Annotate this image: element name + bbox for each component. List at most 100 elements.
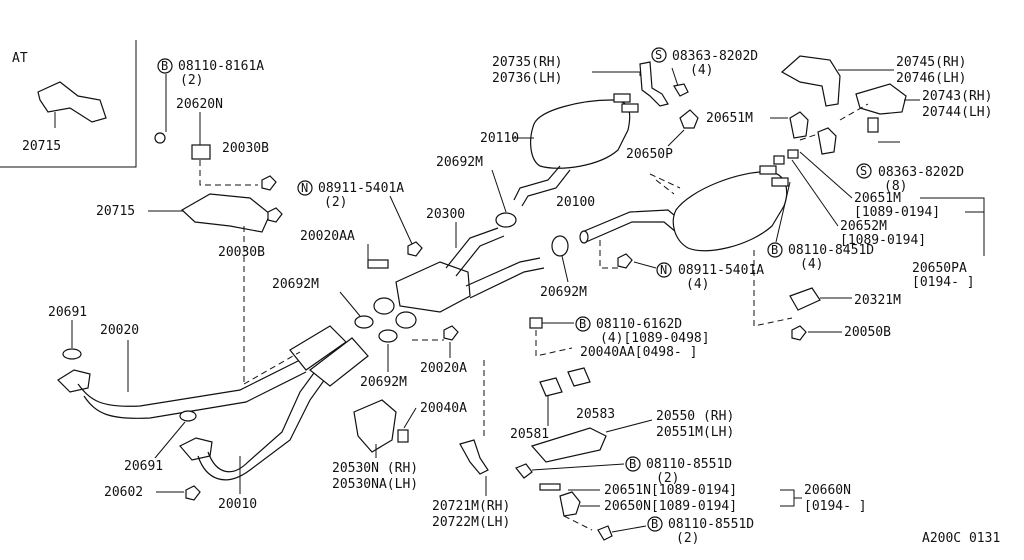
label-20581: 20581 (510, 427, 549, 442)
label-20746: 20746(LH) (896, 71, 966, 86)
svg-text:N: N (301, 181, 308, 195)
label-20715: 20715 (96, 204, 135, 219)
diagram-code: A200C 0131 (922, 531, 1000, 546)
bolt-08110-8551D (515, 463, 533, 479)
nut-20050B (791, 325, 807, 341)
bracket-20715-inset (37, 81, 107, 123)
svg-text:S: S (860, 164, 867, 178)
clamp-20583 (567, 367, 591, 387)
label-20550: 20550 (RH) (656, 409, 734, 424)
label-08110-6162D: 08110-6162D (596, 317, 682, 332)
gasket-20691-b (179, 410, 197, 422)
converter-20300 (395, 261, 471, 313)
label-20040AA: 20040AA[0498- ] (580, 345, 697, 360)
tip-20321M (789, 287, 821, 311)
nut-icon (261, 175, 277, 191)
label-08363-8202D-b: 08363-8202D (878, 165, 964, 180)
label-20040A: 20040A (420, 401, 467, 416)
svg-text:(4): (4) (690, 63, 713, 78)
label-20030B-b: 20030B (218, 245, 265, 260)
svg-text:(2): (2) (676, 531, 699, 546)
muffler-body-20100 (672, 171, 788, 252)
label-20110: 20110 (480, 131, 519, 146)
label-20100: 20100 (556, 195, 595, 210)
label-20692M-c: 20692M (436, 155, 483, 170)
svg-text:B: B (629, 457, 636, 471)
label-20744: 20744(LH) (922, 105, 992, 120)
bolt-icon (154, 132, 166, 144)
nut-20020A (443, 325, 459, 341)
label-20692M-b: 20692M (360, 375, 407, 390)
svg-text:[0194- ]: [0194- ] (804, 499, 867, 514)
label-20735: 20735(RH) (492, 55, 562, 70)
bolt-08110-6162D (529, 317, 543, 329)
label-20530N: 20530N (RH) (332, 461, 418, 476)
label-20691-a: 20691 (48, 305, 87, 320)
svg-text:B: B (161, 59, 168, 73)
label-20020AA: 20020AA (300, 229, 355, 244)
svg-text:(2): (2) (656, 471, 679, 486)
sensor-20020AA (367, 259, 389, 269)
center-section: N 08911-5401A (2) 20020AA 20300 20692M 2… (243, 155, 587, 390)
gasket-20691 (62, 348, 82, 360)
front-pipes: 20691 20020 20691 20602 20010 (48, 305, 369, 512)
label-20530NA: 20530NA(LH) (332, 477, 418, 492)
label-20743: 20743(RH) (922, 89, 992, 104)
bracket-20745 (780, 55, 841, 107)
label-20030B-a: 20030B (222, 141, 269, 156)
label-20050B: 20050B (844, 325, 891, 340)
label-20652M: 20652M (840, 219, 887, 234)
label-20010: 20010 (218, 497, 257, 512)
label-20650PA: 20650PA (912, 261, 967, 276)
label-20650N: 20650N[1089-0194] (604, 499, 737, 514)
muffler-20110: 20735(RH) 20736(LH) S 08363-8202D (4) 20… (480, 47, 758, 207)
inset-title: AT (12, 51, 28, 66)
svg-text:B: B (651, 517, 658, 531)
svg-text:S: S (655, 48, 662, 62)
shield-20530N (353, 399, 397, 453)
svg-text:B: B (579, 317, 586, 331)
label-08110-8161A: 08110-8161A (178, 59, 264, 74)
label-08911-5401A: 08911-5401A (318, 181, 404, 196)
catalyst-20010 (309, 337, 369, 387)
muffler-body-20110 (530, 99, 631, 169)
rubber-20651N (559, 491, 581, 517)
heat-shield-20530: 20040A 20530N (RH) 20530NA(LH) (332, 399, 467, 492)
hanger-group-right: 20745(RH) 20746(LH) 20743(RH) 20744(LH) … (706, 55, 992, 341)
label-20300: 20300 (426, 207, 465, 222)
nut-08911-b (617, 253, 633, 269)
label-20620N: 20620N (176, 97, 223, 112)
label-20651M-a: 20651M (706, 111, 753, 126)
label-20020A: 20020A (420, 361, 467, 376)
svg-text:N: N (660, 263, 667, 277)
svg-text:(4)[1089-0498]: (4)[1089-0498] (600, 331, 710, 346)
flange-20020 (57, 369, 91, 393)
nut-20602 (185, 485, 201, 501)
label-20651N: 20651N[1089-0194] (604, 483, 737, 498)
clamp-20581 (539, 377, 563, 397)
bracket-20620N (191, 144, 211, 160)
label-20692M-d: 20692M (540, 285, 587, 300)
rubber-20651M (789, 111, 809, 139)
label-20721M: 20721M(RH) (432, 499, 510, 514)
label-20583: 20583 (576, 407, 615, 422)
hanger-20735 (639, 61, 669, 107)
svg-text:B: B (771, 243, 778, 257)
nut-icon-2 (267, 207, 283, 223)
label-08110-8551D-b: 08110-8551D (668, 517, 754, 532)
rubber-20650P (679, 109, 699, 129)
label-08363-8202D-a: 08363-8202D (672, 49, 758, 64)
label-08110-8551D-a: 08110-8551D (646, 457, 732, 472)
label-20020: 20020 (100, 323, 139, 338)
label-20722M: 20722M(LH) (432, 515, 510, 530)
label-20551M: 20551M(LH) (656, 425, 734, 440)
label-20736: 20736(LH) (492, 71, 562, 86)
svg-text:(4): (4) (686, 277, 709, 292)
svg-text:(2): (2) (180, 73, 203, 88)
svg-text:(8): (8) (884, 179, 907, 194)
svg-text:(2): (2) (324, 195, 347, 210)
label-20651M-b: 20651M (854, 191, 901, 206)
label-08110-8451D: 08110-8451D (788, 243, 874, 258)
bolt-symbol (157, 58, 173, 74)
